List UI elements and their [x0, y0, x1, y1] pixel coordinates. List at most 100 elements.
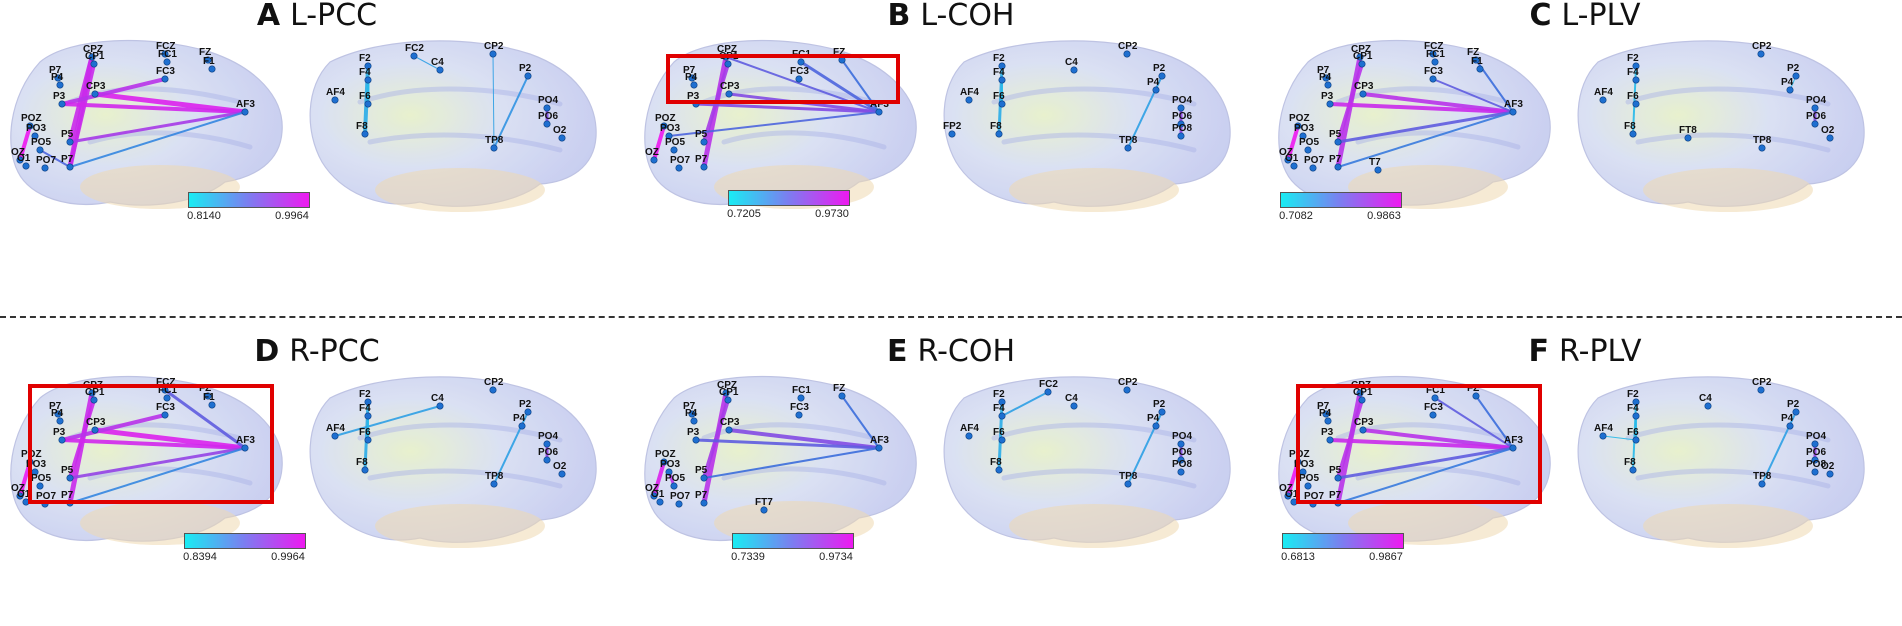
electrode-node — [241, 108, 249, 116]
connection-edge — [60, 102, 247, 114]
electrode-label: F1 — [203, 392, 215, 403]
connection-edge — [69, 447, 246, 504]
electrode-node — [1123, 386, 1131, 394]
electrode-node — [1632, 398, 1640, 406]
connection-edge — [492, 53, 495, 149]
electrode-node — [331, 432, 339, 440]
electrode-node — [489, 50, 497, 58]
electrode-label: PO6 — [1172, 447, 1192, 458]
panel-title-text: R-PLV — [1559, 334, 1642, 369]
electrode-label: P7 — [1329, 154, 1342, 165]
electrode-node — [161, 75, 169, 83]
electrode-label: O2 — [1821, 125, 1835, 136]
electrode-label: AF4 — [1594, 423, 1613, 434]
electrode-label: POZ — [1289, 113, 1310, 124]
electrode-label: CP1 — [719, 387, 739, 398]
temporal-lobe-shape — [1643, 168, 1813, 212]
electrode-label: AF3 — [236, 99, 255, 110]
electrode-node — [1324, 417, 1332, 425]
panel-title-text: R-COH — [917, 334, 1016, 369]
connection-edge — [163, 388, 247, 450]
electrode-node — [998, 412, 1006, 420]
electrode-label: AF3 — [1504, 99, 1523, 110]
electrode-node — [688, 74, 696, 82]
colorbar-max-label: 0.9964 — [275, 210, 309, 222]
colorbar-min-label: 0.7082 — [1279, 210, 1313, 222]
electrode-label: CP2 — [1752, 377, 1772, 388]
electrode-node — [490, 144, 498, 152]
connection-edge — [334, 405, 441, 437]
connection-edge — [727, 428, 881, 450]
electrode-node — [1158, 408, 1166, 416]
electrode-label: F6 — [1627, 91, 1639, 102]
electrode-node — [66, 474, 74, 482]
electrode-node — [56, 81, 64, 89]
electrode-node — [436, 66, 444, 74]
electrode-label: P2 — [519, 399, 532, 410]
electrode-node — [998, 100, 1006, 108]
electrode-node — [1632, 100, 1640, 108]
connection-edge — [68, 446, 247, 480]
electrode-node — [1429, 75, 1437, 83]
electrode-node — [995, 130, 1003, 138]
sulcus-shape — [721, 466, 887, 486]
electrode-label: PO5 — [1299, 473, 1319, 484]
connection-edge — [18, 124, 32, 162]
connection-edge — [668, 111, 880, 137]
electrode-label: F4 — [993, 403, 1005, 414]
electrode-label: PO3 — [1294, 123, 1314, 134]
electrode-node — [1632, 62, 1640, 70]
electrode-node — [163, 58, 171, 66]
electrode-node — [838, 392, 846, 400]
electrode-node — [1044, 388, 1052, 396]
electrode-node — [1326, 436, 1334, 444]
connection-edge — [1337, 111, 1514, 168]
electrode-node — [998, 76, 1006, 84]
electrode-label: P7 — [695, 154, 708, 165]
electrode-label: P2 — [1153, 63, 1166, 74]
electrode-node — [1299, 132, 1307, 140]
panel-letter: E — [886, 334, 908, 369]
electrode-node — [1359, 426, 1367, 434]
electrode-node — [1322, 74, 1330, 82]
electrode-node — [1356, 53, 1364, 61]
colorbar — [1282, 533, 1404, 549]
electrode-label: CP3 — [720, 81, 740, 92]
electrode-node — [1811, 120, 1819, 128]
electrode-node — [558, 470, 566, 478]
electrode-label: FCZ — [1424, 41, 1443, 52]
electrode-label: CP2 — [484, 377, 504, 388]
connection-edge — [1336, 110, 1515, 144]
electrode-node — [1152, 86, 1160, 94]
electrode-node — [1509, 444, 1517, 452]
electrode-label: FC3 — [790, 66, 809, 77]
electrode-node — [1334, 163, 1342, 171]
electrode-node — [241, 444, 249, 452]
electrode-label: FC1 — [1426, 385, 1445, 396]
electrode-label: P3 — [687, 91, 700, 102]
electrode-label: P7 — [683, 65, 696, 76]
electrode-node — [1124, 480, 1132, 488]
connection-edge — [1337, 447, 1514, 504]
connection-edge — [1286, 124, 1300, 162]
electrode-node — [208, 65, 216, 73]
connection-edge — [841, 395, 880, 449]
electrode-node — [88, 53, 96, 61]
temporal-lobe-shape — [1009, 504, 1179, 548]
electrode-label: PO4 — [1806, 95, 1826, 106]
connection-edge — [60, 77, 167, 106]
colorbar-min-label: 0.8394 — [183, 551, 217, 563]
electrode-node — [364, 436, 372, 444]
electrode-label: F2 — [359, 389, 371, 400]
electrode-label: F8 — [990, 121, 1002, 132]
electrode-label: FT8 — [1679, 125, 1697, 136]
electrode-node — [1632, 436, 1640, 444]
electrode-label: FC1 — [158, 385, 177, 396]
electrode-label: O2 — [1821, 461, 1835, 472]
connection-edge — [1328, 438, 1515, 450]
electrode-label: CP3 — [720, 417, 740, 428]
